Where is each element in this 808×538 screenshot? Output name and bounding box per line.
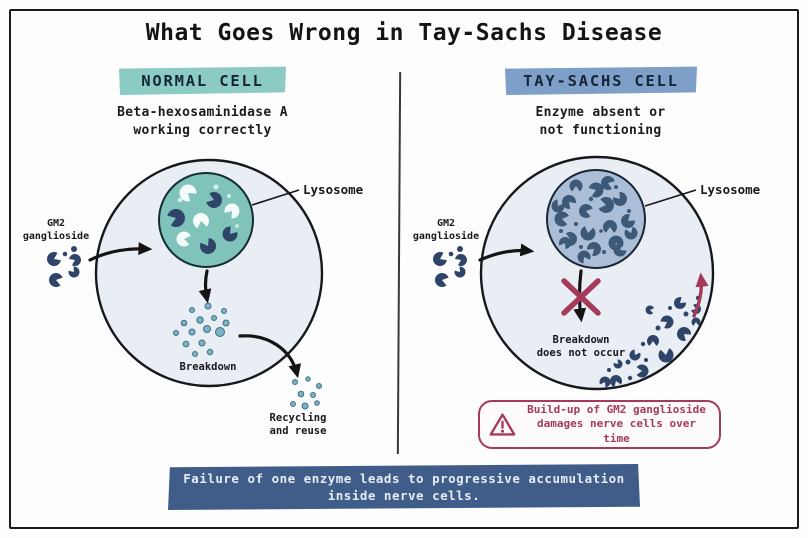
recycling-label-line1: Recycling bbox=[270, 412, 327, 424]
recycling-label-line2: and reuse bbox=[270, 425, 327, 437]
normal-cell-badge: NORMAL CELL bbox=[119, 66, 286, 95]
breakdown-product-dots bbox=[173, 302, 230, 357]
normal-cell-subtitle: Beta-hexosaminidase A working correctly bbox=[60, 104, 345, 139]
page-title: What Goes Wrong in Tay-Sachs Disease bbox=[145, 20, 663, 46]
gm2-label-line1: GM2 bbox=[47, 218, 65, 229]
breakdown-blocked-line2: does not occur bbox=[537, 347, 626, 359]
subtitle-line-2: working correctly bbox=[133, 122, 272, 138]
gm2-label-line1: GM2 bbox=[437, 218, 455, 229]
accumulation-rise-arrow bbox=[692, 272, 709, 318]
gm2-label-line2: ganglioside bbox=[23, 230, 89, 242]
recycling-arrow bbox=[238, 334, 302, 379]
gm2-source: GM2 ganglioside bbox=[413, 218, 479, 289]
lysosome-label: Lysosome bbox=[303, 182, 364, 197]
footer-banner: Failure of one enzyme leads to progressi… bbox=[168, 464, 640, 510]
cell-membrane bbox=[94, 158, 324, 388]
breakdown-label: Breakdown bbox=[180, 361, 237, 373]
warning-triangle-icon bbox=[489, 413, 516, 436]
tay-sachs-cell-diagram: GM2 ganglioside bbox=[413, 155, 761, 391]
subtitle-line-1: Enzyme absent or bbox=[535, 105, 666, 120]
warning-box: Build-up of GM2 ganglioside damages nerv… bbox=[478, 400, 721, 449]
gm2-source: GM2 ganglioside bbox=[23, 218, 89, 289]
warning-text: Build-up of GM2 ganglioside damages nerv… bbox=[522, 403, 711, 447]
lysosome-contents bbox=[165, 181, 243, 257]
cell-membrane bbox=[479, 155, 715, 391]
gm2-molecule-cluster bbox=[44, 246, 83, 289]
footer-line-2: inside nerve cells. bbox=[327, 488, 481, 503]
breakdown-blocked-line1: Breakdown bbox=[553, 334, 610, 346]
uptake-arrow bbox=[478, 243, 535, 262]
footer-line-1: Failure of one enzyme leads to progressi… bbox=[183, 471, 625, 486]
recycled-product-dots bbox=[290, 376, 322, 410]
normal-cell-diagram: GM2 ganglioside bbox=[23, 158, 364, 437]
warning-line-1: Build-up of GM2 ganglioside bbox=[527, 402, 706, 416]
warning-line-2: damages nerve cells over time bbox=[537, 417, 696, 445]
gm2-label-line2: ganglioside bbox=[413, 230, 479, 242]
tay-sachs-cell-subtitle: Enzyme absent or not functioning bbox=[458, 104, 743, 139]
lysosome-label: Lysosome bbox=[700, 182, 761, 197]
subtitle-line-2: not functioning bbox=[539, 122, 662, 138]
tay-sachs-cell-badge: TAY-SACHS CELL bbox=[505, 66, 697, 95]
lysosome-leader-line bbox=[251, 189, 300, 206]
uptake-arrow bbox=[88, 242, 153, 262]
lysosome-leader-line bbox=[644, 189, 697, 207]
lysosome-contents bbox=[549, 174, 640, 265]
subtitle-line-1: Beta-hexosaminidase A bbox=[117, 105, 288, 120]
x-mark-icon bbox=[561, 278, 601, 316]
gm2-molecule-cluster bbox=[430, 246, 469, 289]
breakdown-arrow bbox=[198, 269, 212, 304]
